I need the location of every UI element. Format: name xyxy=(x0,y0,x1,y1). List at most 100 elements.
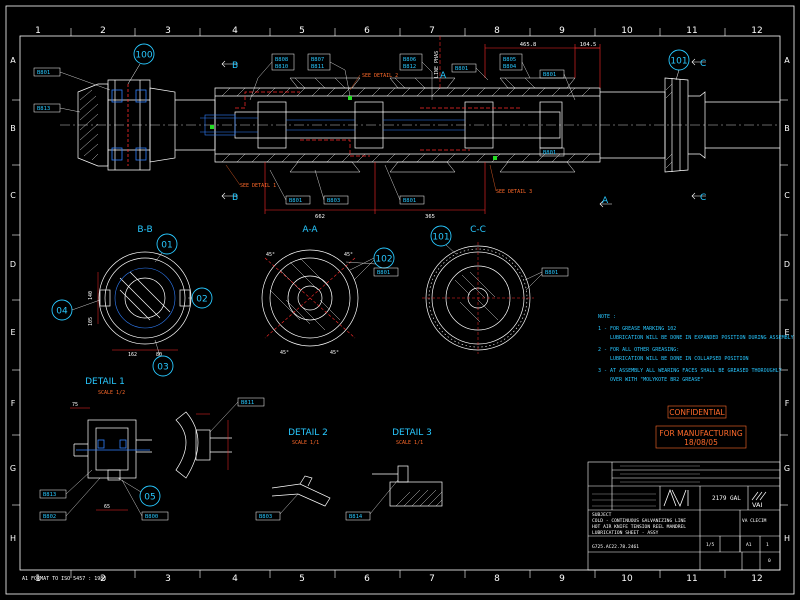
note-line-6: OVER WITH "MOLYKOTE BR2 GREASE" xyxy=(610,377,703,383)
row-label: B xyxy=(784,124,790,133)
col-label: 2 xyxy=(100,574,106,584)
col-label: 3 xyxy=(165,26,171,36)
col-label: 4 xyxy=(232,26,238,36)
balloon-01: 01 xyxy=(161,241,172,251)
row-label: E xyxy=(784,328,789,337)
row-label: G xyxy=(10,464,16,473)
section-aa-title: A-A xyxy=(302,225,318,235)
title-subject: SUBJECT xyxy=(592,512,612,518)
note-line-4: LUBRICATION WILL BE DONE IN COLLAPSED PO… xyxy=(610,356,748,362)
row-label: B xyxy=(10,124,16,133)
col-label: 1 xyxy=(35,574,41,584)
detail-1-dim-75: 75 xyxy=(72,402,78,408)
svg-text:18/08/05: 18/08/05 xyxy=(684,438,718,447)
dimension-662: 662 xyxy=(315,214,325,220)
detail-2-scale: SCALE 1/1 xyxy=(292,440,319,446)
col-label: 7 xyxy=(429,574,435,584)
dimension-104: 104.5 xyxy=(580,42,597,48)
wedge-segments xyxy=(289,77,576,173)
tag-b810: B810 xyxy=(275,64,288,70)
see-detail-labels: SEE DETAIL 2 SEE DETAIL 1 SEE DETAIL 3 xyxy=(240,73,532,195)
row-label: A xyxy=(10,56,16,65)
aa-angle-1: 45° xyxy=(280,350,289,356)
title-sheet-number: 1 xyxy=(766,542,769,548)
title-revision: 0 xyxy=(768,558,771,564)
section-marker-b-top: B xyxy=(232,61,238,71)
see-detail-3: SEE DETAIL 3 xyxy=(496,189,532,195)
note-line-2: LUBRICATION WILL BE DONE IN EXPANDED POS… xyxy=(610,335,794,341)
tag-b801-bottom-2: B801 xyxy=(403,198,416,204)
svg-text:05: 05 xyxy=(144,493,155,503)
col-label: 12 xyxy=(751,574,762,584)
svg-text:102: 102 xyxy=(375,255,392,265)
note-line-3: 2 - FOR ALL OTHER GREASING: xyxy=(598,347,679,353)
tag-b803-bottom: B803 xyxy=(327,198,340,204)
detail-1b: B811 xyxy=(175,397,265,479)
tag-b811: B811 xyxy=(311,64,324,70)
detail-1-scale: SCALE 1/2 xyxy=(98,390,125,396)
col-label: 12 xyxy=(751,26,762,36)
right-end-hatch xyxy=(665,83,673,169)
leaders-top xyxy=(249,61,576,101)
aa-tag-b801: B801 xyxy=(377,270,390,276)
section-marker-labels: B B A A C C xyxy=(232,59,706,206)
aa-angle-2: 45° xyxy=(330,350,339,356)
right-shaft-end xyxy=(600,77,780,173)
phase-line-label: LINE PHAS xyxy=(434,51,440,78)
column-labels: 1 2 3 4 5 6 7 8 9 10 11 12 1 2 3 4 5 6 7… xyxy=(35,26,763,584)
balloon-100: 100 xyxy=(127,43,155,85)
col-label: 11 xyxy=(686,574,697,584)
balloon-05: 05 xyxy=(117,477,161,507)
grease-nipples xyxy=(210,96,497,160)
tag-b806: B806 xyxy=(403,57,416,63)
section-a-a: A-A 45° 45° 45° 45° 102 B801 xyxy=(261,225,399,356)
col-label: 11 xyxy=(686,26,697,36)
aa-angle-3: 45° xyxy=(266,252,275,258)
detail-1-title: DETAIL 1 xyxy=(85,377,125,387)
note-line-1: 1 - FOR GREASE MARKING 102 xyxy=(598,326,676,332)
detail-3-title: DETAIL 3 xyxy=(392,428,432,438)
left-flange xyxy=(77,79,176,171)
svg-text:FOR MANUFACTURING: FOR MANUFACTURING xyxy=(659,429,742,438)
col-label: 7 xyxy=(429,26,435,36)
tags-top: B808 B810 B807 B811 B806 B812 B801 B805 … xyxy=(271,53,565,79)
title-line-2: HOT AIR KNIFE TENSION REEL MANDREL xyxy=(592,524,686,530)
balloon-03: 03 xyxy=(157,363,168,373)
bb-dim-162: 162 xyxy=(128,352,137,358)
detail-3-tag-b814: B814 xyxy=(349,514,363,520)
bb-dim-140: 140 xyxy=(88,291,94,300)
col-label: 2 xyxy=(100,26,106,36)
row-label: D xyxy=(10,260,16,269)
col-label: 6 xyxy=(364,574,370,584)
section-marker-a-bottom: A xyxy=(602,196,609,206)
col-label: 3 xyxy=(165,574,171,584)
tag-b801-top: B801 xyxy=(455,66,468,72)
col-label: 9 xyxy=(559,26,565,36)
col-label: 9 xyxy=(559,574,565,584)
tag-b801-bottom-1: B801 xyxy=(289,198,302,204)
detail-1-tag-b800: B800 xyxy=(145,514,158,520)
see-detail-leaders xyxy=(225,74,497,192)
row-label: D xyxy=(784,260,790,269)
format-note: A1 FORMAT TO ISO 5457 : 1980 xyxy=(22,576,106,582)
detail-2-tag-b803: B803 xyxy=(259,514,272,520)
title-line-3: LUBRICATION SHEET - ASSY xyxy=(592,530,659,536)
detail-2: DETAIL 2 SCALE 1/1 B803 xyxy=(255,428,331,521)
col-label: 5 xyxy=(299,26,305,36)
dims-top xyxy=(484,44,601,88)
col-label: 8 xyxy=(494,574,500,584)
dimension-465: 465.8 xyxy=(520,42,537,48)
title-code: 2179 GAL xyxy=(712,495,741,502)
col-label: 10 xyxy=(621,26,633,36)
col-label: 8 xyxy=(494,26,500,36)
balloon-101: 101 xyxy=(668,49,690,81)
company-name: VAI xyxy=(752,501,762,509)
notes-block: NOTE : 1 - FOR GREASE MARKING 102 LUBRIC… xyxy=(598,314,794,383)
dims-bottom-text: 662 365 xyxy=(315,214,435,220)
row-label: F xyxy=(11,399,16,408)
leaders-bottom xyxy=(269,164,401,201)
detail-1-dim-65: 65 xyxy=(104,504,110,510)
row-label: C xyxy=(10,191,16,200)
svg-text:100: 100 xyxy=(135,51,152,61)
balloon-02: 02 xyxy=(196,295,207,305)
